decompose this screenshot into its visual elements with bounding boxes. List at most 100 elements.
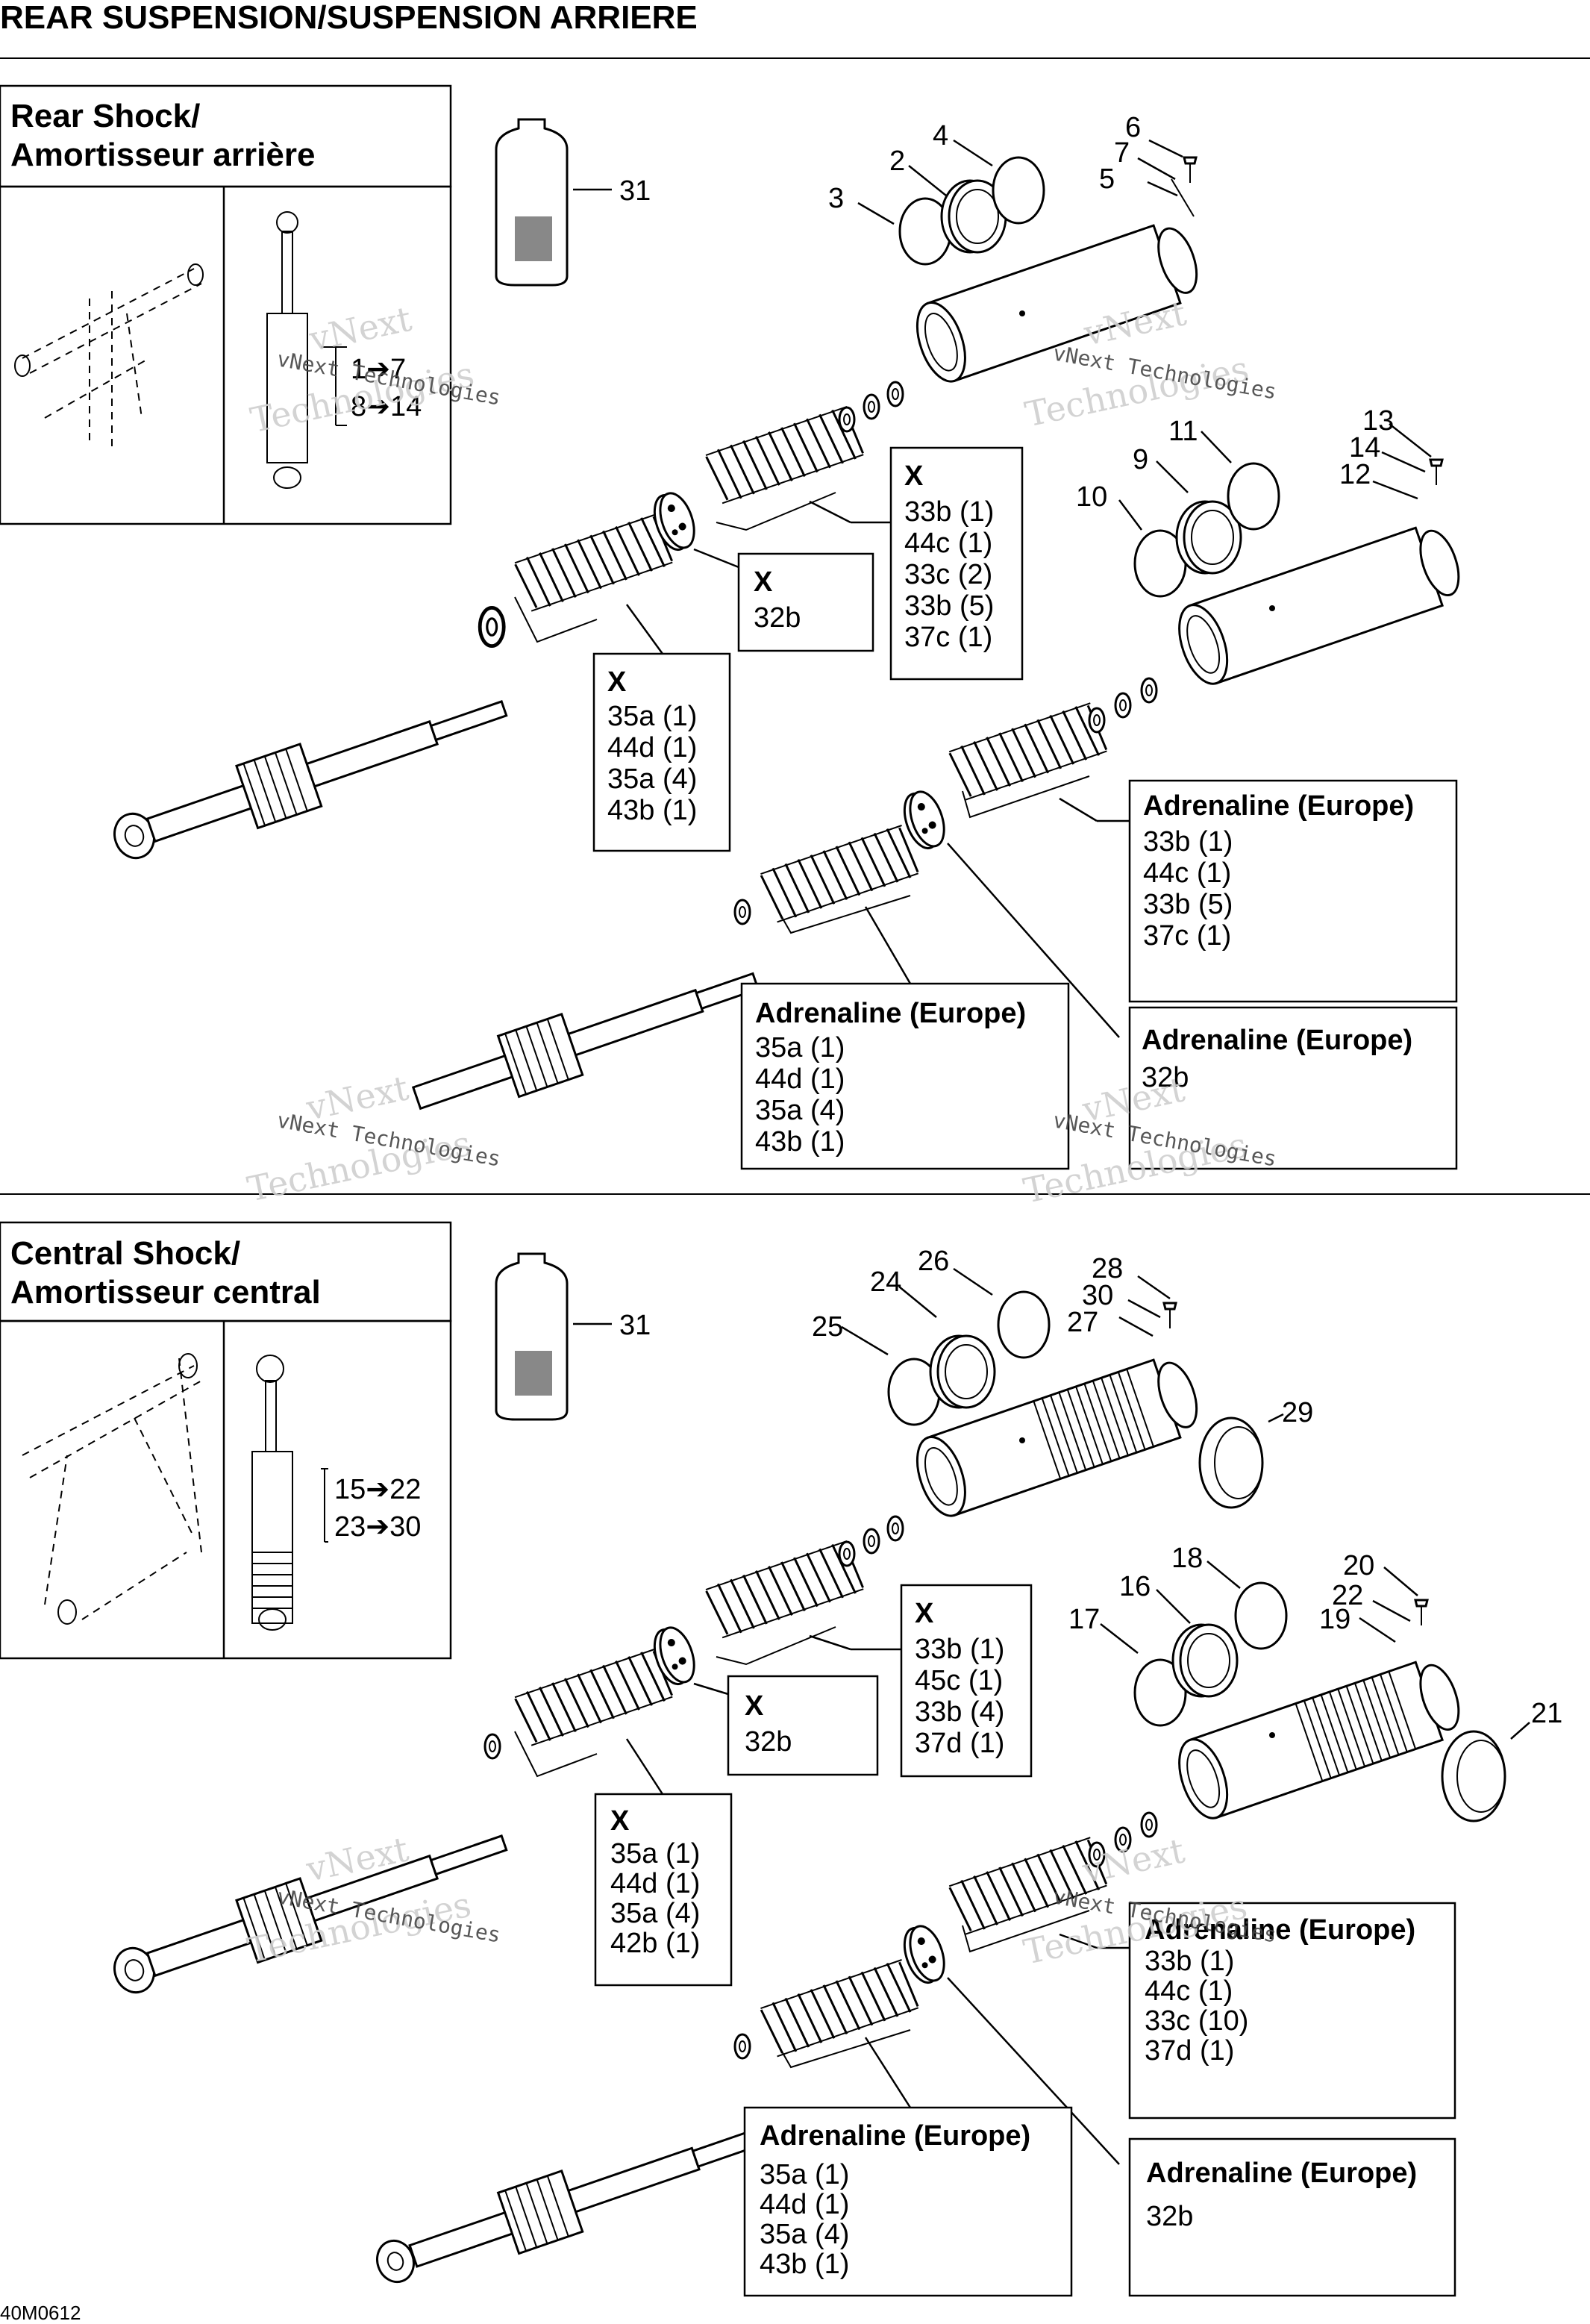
callout-18: 18 xyxy=(1171,1543,1203,1574)
kit-box-line: 37d (1) xyxy=(915,1728,1004,1759)
callout-11: 11 xyxy=(1168,416,1198,447)
callout-17: 17 xyxy=(1068,1604,1100,1635)
callout-22: 22 xyxy=(1332,1580,1363,1611)
kit-box-line: 33b (5) xyxy=(904,590,994,622)
kit-box-title: X xyxy=(915,1598,934,1629)
kit-box-line: 44c (1) xyxy=(904,528,992,559)
kit-box-line: 44d (1) xyxy=(755,1063,845,1095)
kit-box-line: 43b (1) xyxy=(607,795,697,826)
kit-box-title: X xyxy=(607,666,627,698)
kit-box-line: 35a (1) xyxy=(610,1838,700,1869)
kit-box-line: 42b (1) xyxy=(610,1928,700,1959)
kit-box-title: Adrenaline (Europe) xyxy=(755,998,1026,1029)
callout-2: 2 xyxy=(889,146,905,177)
callout-14: 14 xyxy=(1349,432,1380,463)
callout-3: 3 xyxy=(828,183,844,214)
kit-box-title: Adrenaline (Europe) xyxy=(1145,1914,1415,1946)
shock-assembly-lower: 10 9 11 12 13 14 xyxy=(411,405,1460,1111)
shock-assembly-upper: 25 24 26 27 28 29 30 xyxy=(113,1246,1313,1994)
callout-28: 28 xyxy=(1092,1253,1123,1284)
kit-box-line: 33b (1) xyxy=(1143,826,1233,858)
kit-box-line: 35a (1) xyxy=(755,1032,845,1063)
callout-31: 31 xyxy=(619,1310,651,1341)
inset-range-1: 15➔22 xyxy=(334,1474,421,1505)
inset-range-1: 1➔7 xyxy=(351,354,406,385)
callout-6: 6 xyxy=(1125,112,1141,143)
kit-box-2: X 32b xyxy=(737,552,874,652)
kit-box-line: 43b (1) xyxy=(755,1126,845,1158)
kit-box-line: 43b (1) xyxy=(760,2249,849,2280)
kit-box-5: Adrenaline (Europe) 32b xyxy=(1128,2137,1456,2297)
callout-27: 27 xyxy=(1067,1307,1098,1338)
section-title-line2: Amortisseur central xyxy=(10,1274,321,1311)
callout-16: 16 xyxy=(1119,1571,1151,1602)
kit-box-1: X 33b (1) 44c (1) 33c (2) 33b (5) 37c (1… xyxy=(889,446,1024,681)
kit-box-line: 44c (1) xyxy=(1145,1975,1233,2007)
kit-box-line: 35a (1) xyxy=(760,2159,849,2190)
kit-box-line: 32b xyxy=(1146,2201,1193,2232)
kit-box-line: 44d (1) xyxy=(607,732,697,763)
callout-30: 30 xyxy=(1082,1280,1113,1311)
kit-box-title: X xyxy=(610,1805,630,1837)
callout-4: 4 xyxy=(933,120,948,152)
kit-box-line: 33b (1) xyxy=(904,496,994,528)
inset-frame-illustration xyxy=(14,263,204,448)
callout-10: 10 xyxy=(1076,481,1107,513)
kit-box-title: Adrenaline (Europe) xyxy=(1143,790,1414,822)
kit-box-title: Adrenaline (Europe) xyxy=(1142,1025,1412,1056)
callout-24: 24 xyxy=(870,1266,901,1298)
oil-bottle: 31 xyxy=(495,1252,651,1421)
kit-box-line: 33b (5) xyxy=(1143,889,1233,920)
kit-box-4: Adrenaline (Europe) 33b (1) 44c (1) 33c … xyxy=(1128,1902,1456,2120)
oil-bottle: 31 xyxy=(495,118,651,287)
inset-range-2: 8➔14 xyxy=(351,391,422,422)
kit-box-line: 33c (10) xyxy=(1145,2005,1248,2037)
kit-box-5: Adrenaline (Europe) 32b xyxy=(1128,1006,1458,1170)
callout-13: 13 xyxy=(1362,405,1394,437)
section-central-shock: Central Shock/ Amortisseur central 15➔22… xyxy=(0,1221,1562,2297)
watermark-line1: vNext xyxy=(305,299,416,360)
callout-19: 19 xyxy=(1319,1604,1350,1635)
figure-code: 40M0612 xyxy=(0,2302,81,2324)
callout-5: 5 xyxy=(1099,163,1115,195)
shock-assembly-lower: 17 16 18 19 20 21 22 xyxy=(376,1543,1562,2284)
kit-box-line: 32b xyxy=(754,602,801,634)
kit-box-title: Adrenaline (Europe) xyxy=(1146,2158,1417,2189)
kit-box-line: 37c (1) xyxy=(904,622,992,653)
callout-20: 20 xyxy=(1343,1550,1374,1581)
callout-29: 29 xyxy=(1282,1397,1313,1428)
kit-box-title: Adrenaline (Europe) xyxy=(760,2120,1030,2152)
inset-box xyxy=(0,185,452,525)
kit-box-line: 35a (4) xyxy=(607,763,697,795)
kit-box-line: 35a (4) xyxy=(760,2219,849,2250)
inset-range-2: 23➔30 xyxy=(334,1511,421,1543)
kit-box-line: 44d (1) xyxy=(610,1868,700,1899)
kit-box-line: 33b (1) xyxy=(1145,1946,1234,1977)
kit-box-title: X xyxy=(754,566,773,598)
kit-box-1: X 33b (1) 45c (1) 33b (4) 37d (1) xyxy=(900,1584,1033,1778)
kit-box-line: 44d (1) xyxy=(760,2189,849,2220)
page-title: REAR SUSPENSION/SUSPENSION ARRIERE xyxy=(0,0,698,36)
callout-7: 7 xyxy=(1114,137,1130,169)
watermark-line1: vNext xyxy=(1078,1830,1189,1891)
kit-box-line: 33b (1) xyxy=(915,1634,1004,1665)
callout-9: 9 xyxy=(1133,444,1148,475)
kit-box-line: 45c (1) xyxy=(915,1665,1003,1696)
kit-box-line: 37d (1) xyxy=(1145,2035,1234,2067)
callout-26: 26 xyxy=(918,1246,949,1277)
kit-box-6: Adrenaline (Europe) 35a (1) 44d (1) 35a … xyxy=(743,2106,1073,2297)
callout-21: 21 xyxy=(1531,1698,1562,1729)
kit-box-4: Adrenaline (Europe) 33b (1) 44c (1) 33b … xyxy=(1128,779,1458,1003)
kit-box-3: X 35a (1) 44d (1) 35a (4) 43b (1) xyxy=(592,652,731,852)
kit-box-line: 33c (2) xyxy=(904,559,992,590)
kit-box-2: X 32b xyxy=(727,1675,879,1776)
kit-box-line: 32b xyxy=(1142,1062,1189,1093)
kit-box-line: 33b (4) xyxy=(915,1696,1004,1728)
kit-box-line: 35a (4) xyxy=(755,1095,845,1126)
inset-shock-illustration: 15➔22 23➔30 xyxy=(251,1355,421,1631)
kit-box-line: 32b xyxy=(745,1726,792,1758)
inset-box xyxy=(0,1319,452,1660)
inset-frame-illustration xyxy=(22,1353,202,1625)
section-title-line1: Central Shock/ xyxy=(10,1235,240,1272)
